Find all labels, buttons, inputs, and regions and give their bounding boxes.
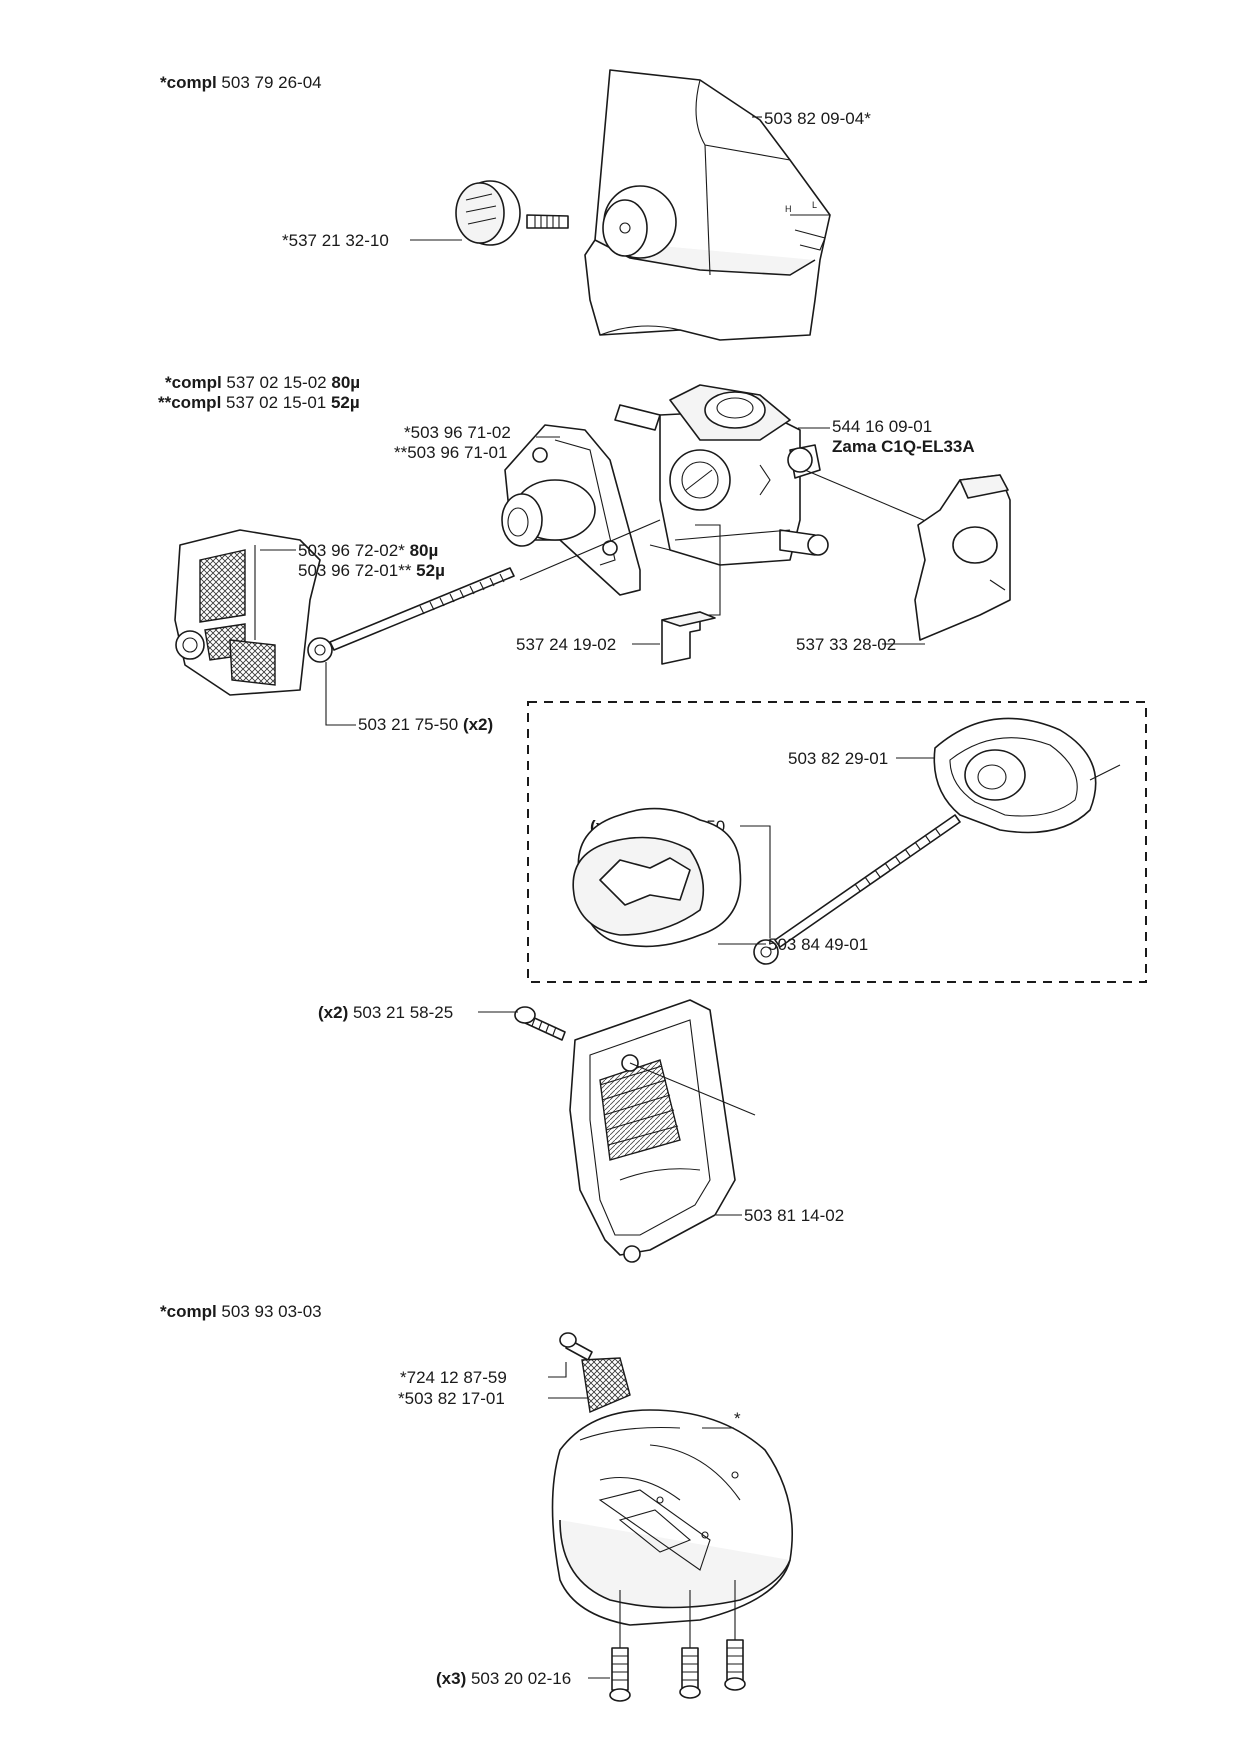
label-foam-filter: 503 84 49-01 xyxy=(768,935,868,954)
top-cover-group: *compl 503 79 26-04 H L 503 82 09-04* xyxy=(160,69,871,341)
label-carburetor: 544 16 09-01 xyxy=(832,417,932,436)
screw-cover-part xyxy=(514,1006,566,1041)
carburetor-group: *compl 537 02 15-02 80µ **compl 537 02 1… xyxy=(158,373,1011,734)
adjust-knob-part xyxy=(455,180,569,246)
label-compl-carb-1: *compl 537 02 15-02 80µ xyxy=(165,373,360,392)
label-screws-bottom: (x3) 503 20 02-16 xyxy=(436,1669,571,1688)
filter-cover-part xyxy=(569,999,756,1263)
label-filter-2: 503 96 72-01** 52µ xyxy=(298,561,445,580)
label-compl-top: *compl 503 79 26-04 xyxy=(160,73,322,92)
label-carburetor-model: Zama C1Q-EL33A xyxy=(832,437,975,456)
foam-filter-part xyxy=(572,807,742,948)
label-block: 537 24 19-02 xyxy=(516,635,616,654)
bottom-assembly-group: *compl 503 93 03-03 *724 12 87-59 *503 8… xyxy=(160,1302,793,1702)
spacer-block-part xyxy=(661,611,716,665)
label-frame: 503 82 29-01 xyxy=(788,749,888,768)
label-cover-top: 503 82 09-04* xyxy=(764,109,871,128)
filter-frame-part xyxy=(933,717,1121,834)
screws-bottom-part xyxy=(609,1580,746,1702)
adapter-plate-part xyxy=(501,424,641,596)
label-asterisk: * xyxy=(734,1409,741,1428)
label-bolt-left: 503 21 75-50 (x2) xyxy=(358,715,493,734)
label-knob: *537 21 32-10 xyxy=(282,231,389,250)
label-adapter-1: *503 96 71-02 xyxy=(404,423,511,442)
label-compl-bottom: *compl 503 93 03-03 xyxy=(160,1302,322,1321)
small-screw-part xyxy=(559,1332,593,1361)
filter-cover-group: (x2) 503 21 58-25 503 81 14-02 xyxy=(318,999,844,1263)
bolt-box-part xyxy=(753,814,961,965)
label-adapter-2: **503 96 71-01 xyxy=(394,443,507,462)
label-filter-cover: 503 81 14-02 xyxy=(744,1206,844,1225)
screen-part xyxy=(581,1357,631,1413)
label-compl-carb-2: **compl 537 02 15-01 52µ xyxy=(158,393,360,412)
label-small-screw: *724 12 87-59 xyxy=(400,1368,507,1387)
cover-mark-l: L xyxy=(812,200,817,210)
label-filter-1: 503 96 72-02* 80µ xyxy=(298,541,438,560)
insulator-part xyxy=(914,474,1011,641)
optional-filter-box: 503 82 29-01 (x2) 503 21 75-50 503 84 49… xyxy=(527,701,1147,983)
muffler-cover-part xyxy=(551,1409,793,1626)
bolt-left-part xyxy=(307,567,515,663)
cover-mark-h: H xyxy=(785,204,792,214)
top-cover-part: H L xyxy=(584,69,831,341)
carburetor-part xyxy=(614,384,829,566)
label-screen: *503 82 17-01 xyxy=(398,1389,505,1408)
label-screw-cover: (x2) 503 21 58-25 xyxy=(318,1003,453,1022)
prefilter-part xyxy=(174,529,321,696)
label-insulator: 537 33 28-02 xyxy=(796,635,896,654)
